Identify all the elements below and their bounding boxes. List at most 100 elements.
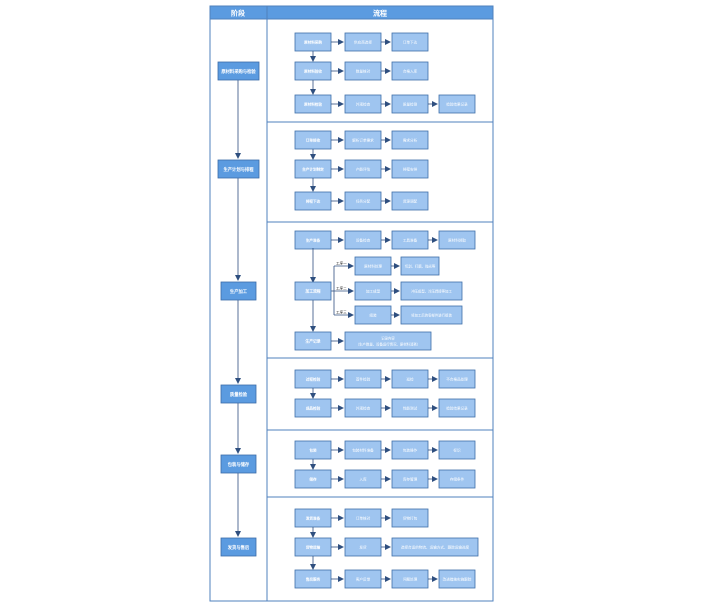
flow-box-s1-r0-c2[interactable]: 需求分析: [391, 130, 429, 150]
sub-step-3-box[interactable]: 组装: [354, 305, 392, 325]
flow-box-s3-r0-c1[interactable]: 首件检验: [344, 369, 382, 389]
flow-box-label: 包装: [309, 448, 317, 453]
stage-2-label: 生产计划与排程: [223, 166, 254, 173]
flow-box-label: 售后服务: [306, 577, 321, 582]
prep-box-label: 生产准备: [306, 238, 321, 243]
flow-box-s5-r2-c3[interactable]: 改进措施实施跟踪: [438, 569, 476, 589]
flow-box-label: 解析订单需求: [352, 138, 374, 143]
flow-box-s5-r2-c2[interactable]: 问题处理: [391, 569, 429, 589]
flow-box-s0-r1-c1[interactable]: 数量核对: [344, 61, 382, 81]
flow-box-s4-r0-c1[interactable]: 包装材料准备: [344, 440, 382, 460]
sub-step-3-name: 组装: [369, 313, 377, 318]
flow-box-label: 改进措施实施跟踪: [443, 577, 472, 582]
stage-6-box[interactable]: 发货与售后: [220, 537, 257, 557]
flow-box-label: 包装操作: [403, 448, 418, 453]
prep-box-0[interactable]: 生产准备: [294, 230, 332, 250]
sub-step-3-detail-box[interactable]: 将加工后的零部件进行组装: [400, 305, 463, 325]
flow-box-s0-r1-c0[interactable]: 原材料验收: [294, 61, 332, 81]
flow-box-label: 排程安排: [403, 167, 418, 172]
flow-box-s1-r1-c1[interactable]: 产能评估: [344, 159, 382, 179]
flow-box-label: 选择合适的物流、运输方式、跟踪运输进度: [401, 545, 470, 550]
flow-box-s5-r1-c0[interactable]: 货物运输: [294, 537, 332, 557]
flow-box-s4-r1-c3[interactable]: 存储条件: [438, 469, 476, 489]
sub-step-1-name: 原材料处理: [364, 264, 382, 269]
sub-step-2-tag: 工序二: [336, 286, 347, 291]
flow-box-label: 成品检验: [306, 406, 321, 411]
sub-step-2-detail: 冲压成型、冷压焊接等加工: [411, 289, 452, 294]
stage-4-box[interactable]: 质量检验: [220, 384, 257, 404]
stage-3-box[interactable]: 生产加工: [220, 281, 257, 301]
flow-box-label: 合格入库: [403, 69, 418, 74]
prep-box-1[interactable]: 设备检查: [344, 230, 382, 250]
flow-box-s1-r0-c0[interactable]: 订单接收: [294, 130, 332, 150]
sub-step-2-detail-box[interactable]: 冲压成型、冷压焊接等加工: [400, 281, 463, 301]
flow-box-s0-r0-c1[interactable]: 供应商选择: [344, 32, 382, 52]
flow-box-s5-r2-c0[interactable]: 售后服务: [294, 569, 332, 589]
flow-box-label: 储存: [308, 477, 317, 482]
flow-box-s4-r1-c2[interactable]: 库存管理: [391, 469, 429, 489]
flow-box-s4-r1-c1[interactable]: 入库: [344, 469, 382, 489]
flow-box-s5-r1-c2[interactable]: 选择合适的物流、运输方式、跟踪运输进度: [391, 537, 479, 557]
process-label: 加工流程: [304, 289, 320, 294]
flow-box-s0-r2-c1[interactable]: 外观检查: [344, 94, 382, 114]
flow-box-s5-r0-c1[interactable]: 订单核对: [344, 508, 382, 528]
flow-box-label: 外观检查: [356, 102, 371, 107]
flow-box-s5-r2-c1[interactable]: 客户反馈: [344, 569, 382, 589]
flow-box-s0-r0-c0[interactable]: 原材料采购: [294, 32, 332, 52]
flow-box-label: 巡检: [406, 377, 414, 382]
flow-box-s3-r1-c3[interactable]: 检验结果记录: [438, 398, 476, 418]
prep-box-label: 工具准备: [403, 238, 418, 243]
flow-box-s0-r1-c2[interactable]: 合格入库: [391, 61, 429, 81]
flow-box-s3-r1-c1[interactable]: 外观检查: [344, 398, 382, 418]
sub-step-1-box[interactable]: 原材料处理: [354, 256, 392, 276]
flow-box-label: 订单核对: [356, 516, 371, 521]
flow-box-s3-r1-c0[interactable]: 成品检验: [294, 398, 332, 418]
flow-box-label: 需求分析: [403, 138, 418, 143]
section-dividers: [267, 121, 493, 498]
flow-box-s3-r1-c2[interactable]: 性能测试: [391, 398, 429, 418]
flow-box-label: 资源调配: [403, 199, 418, 204]
flow-box-label: 货物打包: [403, 516, 418, 521]
flow-box-s4-r0-c0[interactable]: 包装: [294, 440, 332, 460]
stage-2-box[interactable]: 生产计划与排程: [217, 159, 260, 179]
flow-box-s3-r0-c3[interactable]: 不合格品处理: [438, 369, 476, 389]
flow-box-s1-r2-c1[interactable]: 任务分配: [344, 191, 382, 211]
sub-step-2-name: 加工成型: [366, 289, 381, 294]
sub-step-2-box[interactable]: 加工成型: [354, 281, 392, 301]
flow-box-s3-r0-c2[interactable]: 巡检: [391, 369, 429, 389]
flow-box-s4-r1-c0[interactable]: 储存: [294, 469, 332, 489]
flow-box-s1-r0-c1[interactable]: 解析订单需求: [344, 130, 382, 150]
flow-box-s5-r1-c1[interactable]: 发货: [344, 537, 382, 557]
flow-box-s3-r0-c0[interactable]: 过程检验: [294, 369, 332, 389]
flow-box-label: 客户反馈: [356, 577, 371, 582]
flow-box-s1-r2-c2[interactable]: 资源调配: [391, 191, 429, 211]
flow-box-s0-r2-c2[interactable]: 质量检测: [391, 94, 429, 114]
flow-box-s0-r2-c0[interactable]: 原材料检验: [294, 94, 332, 114]
flow-box-s4-r0-c3[interactable]: 标识: [438, 440, 476, 460]
flow-box-label: 入库: [359, 477, 367, 482]
flow-box-s0-r0-c2[interactable]: 订单下达: [391, 32, 429, 52]
process-box-processing[interactable]: 加工流程: [294, 281, 332, 301]
stage-1-box[interactable]: 原材料采购与检验: [217, 61, 260, 81]
flow-box-s4-r0-c2[interactable]: 包装操作: [391, 440, 429, 460]
sub-step-1-detail-box[interactable]: 切割、打磨、抛光等: [400, 256, 440, 276]
flow-box-label: 原材料采购: [304, 40, 322, 45]
prep-box-2[interactable]: 工具准备: [391, 230, 429, 250]
stage-3-label: 生产加工: [230, 288, 248, 295]
process-box-record[interactable]: 生产记录: [294, 331, 332, 351]
flow-box-label: 存储条件: [450, 477, 465, 482]
flow-box-s5-r0-c2[interactable]: 货物打包: [391, 508, 429, 528]
flow-box-s1-r1-c0[interactable]: 生产计划制定: [294, 159, 332, 179]
sub-step-3-detail: 将加工后的零部件进行组装: [411, 313, 452, 318]
record-label: 生产记录: [305, 339, 320, 344]
prep-box-3[interactable]: 原材料领取: [438, 230, 476, 250]
flow-box-s5-r0-c0[interactable]: 发货准备: [294, 508, 332, 528]
flow-box-s1-r1-c2[interactable]: 排程安排: [391, 159, 429, 179]
flow-box-label: 问题处理: [403, 577, 418, 582]
flow-box-s0-r2-c3[interactable]: 检验结果记录: [438, 94, 476, 114]
flow-box-label: 性能测试: [403, 406, 418, 411]
flow-box-s1-r2-c0[interactable]: 排程下达: [294, 191, 332, 211]
record-detail-box[interactable]: 记录内容 （生产数量、设备运行情况、原材料消耗）: [344, 331, 432, 351]
stage-5-box[interactable]: 包装与储存: [220, 454, 257, 474]
